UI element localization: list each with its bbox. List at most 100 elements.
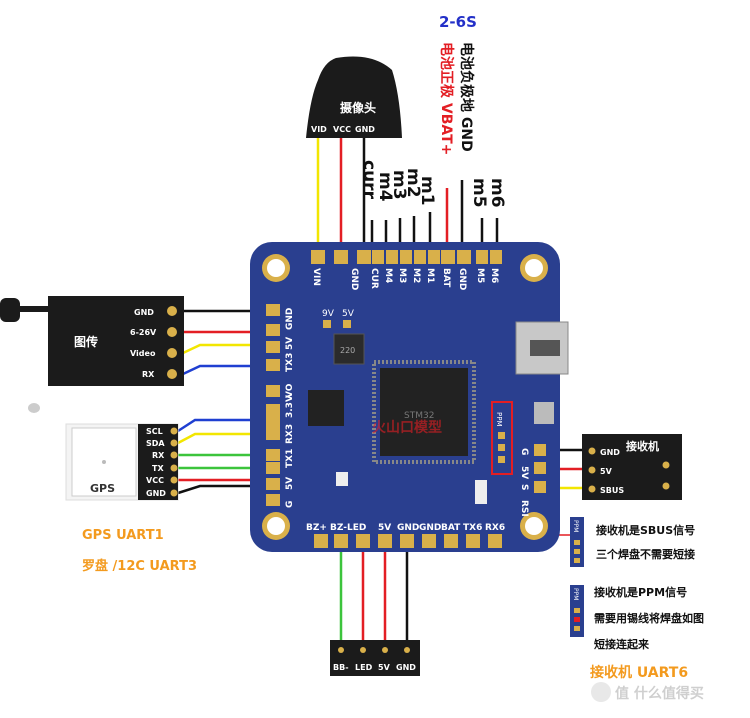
label-9v: 9V (322, 309, 335, 319)
svg-text:BZ+: BZ+ (306, 523, 327, 533)
left-pads (266, 304, 280, 506)
pad-vin: VIN (311, 268, 321, 286)
svg-text:5V: 5V (378, 523, 391, 533)
svg-text:GND: GND (285, 308, 295, 330)
screw-decoration (28, 403, 40, 413)
note-ppm-2: 需要用锡线将焊盘如图 (594, 611, 704, 625)
svg-text:GND: GND (419, 523, 441, 533)
pad-m6: M6 (489, 268, 499, 283)
svg-text:3.3V: 3.3V (285, 395, 295, 418)
svg-text:GND: GND (146, 489, 166, 498)
gps-title: GPS (90, 482, 115, 495)
svg-text:5V: 5V (519, 466, 529, 479)
vtx-pin-video: Video (130, 349, 156, 358)
svg-text:TX3: TX3 (285, 353, 295, 372)
svg-text:RSI: RSI (519, 500, 529, 517)
svg-text:SCL: SCL (146, 427, 163, 436)
svg-text:RX6: RX6 (485, 523, 505, 533)
svg-text:5V: 5V (378, 663, 391, 672)
label-m1: m1 (417, 176, 437, 206)
inductor-label: 220 (340, 346, 355, 355)
svg-text:GND: GND (397, 523, 419, 533)
label-m3: m3 (389, 170, 409, 200)
pad-m3: M3 (397, 268, 407, 283)
svg-text:PPM: PPM (572, 588, 579, 600)
battery-pos-label: 电池正极 VBAT+ (438, 42, 455, 155)
svg-text:BB-: BB- (333, 663, 349, 672)
vtx-pin-rx: RX (142, 370, 155, 379)
camera-pin-vcc: VCC (333, 125, 351, 134)
svg-text:5V: 5V (285, 337, 295, 350)
svg-text:GND: GND (396, 663, 416, 672)
label-curr: curr (359, 160, 379, 200)
svg-text:5V: 5V (285, 477, 295, 490)
svg-text:VCC: VCC (146, 476, 164, 485)
brand-logo-icon (591, 682, 611, 702)
pad-gnd2: GND (457, 268, 467, 290)
brand-watermark: 值 什么值得买 (615, 685, 704, 702)
camera-title: 摄像头 (340, 100, 376, 115)
ppm-pad-highlight (491, 401, 513, 475)
svg-text:BAT: BAT (441, 523, 461, 533)
pad-m4: M4 (383, 268, 393, 283)
svg-text:TX1: TX1 (285, 449, 295, 468)
note-ppm-3: 短接连起来 (594, 637, 650, 651)
svg-text:TX6: TX6 (463, 523, 482, 533)
svg-text:RX3: RX3 (285, 424, 295, 444)
buzzer-connector: BB- LED 5V GND (330, 640, 420, 676)
note-gps-uart: GPS UART1 (82, 528, 164, 543)
svg-text:SDA: SDA (146, 439, 165, 448)
ppm-pad-sample: PPM (570, 585, 584, 637)
label-m2: m2 (403, 168, 423, 198)
board-watermark: 火山口模型 (372, 419, 442, 436)
label-m4: m4 (375, 172, 395, 202)
battery-neg-label: 电池负极地 GND (458, 42, 475, 152)
pad-m1: M1 (425, 268, 435, 283)
svg-text:S: S (519, 484, 529, 490)
svg-text:SBUS: SBUS (600, 486, 624, 495)
note-sbus-2: 三个焊盘不需要短接 (596, 547, 695, 561)
svg-text:LED: LED (355, 663, 373, 672)
vtx-pin-power: 6-26V (130, 328, 157, 337)
bottom-pads (314, 534, 502, 548)
note-ppm-1: 接收机是PPM信号 (594, 585, 687, 599)
gps-module: GPS SCL SDA RX TX VCC GND (65, 423, 179, 501)
camera-pin-gnd: GND (355, 125, 375, 134)
vtx-pin-gnd: GND (134, 308, 154, 317)
sbus-pad-sample: PPM (570, 517, 584, 567)
right-pads: G 5V S RSI (519, 444, 546, 517)
pad-m2: M2 (411, 268, 421, 283)
battery-cells: 2-6S (439, 13, 477, 31)
pad-bat: BAT (441, 268, 451, 288)
note-rx-uart: 接收机 UART6 (590, 664, 688, 681)
ppm-board-label: PPM (495, 412, 503, 426)
receiver-title: 接收机 (626, 439, 659, 453)
flight-controller-board: STM32 220 火山口模型 PPM 9V 5V (250, 242, 569, 552)
svg-text:G: G (519, 448, 529, 455)
svg-text:BZ-LED: BZ-LED (330, 523, 366, 533)
camera-module: 摄像头 VID VCC GND (306, 56, 402, 138)
pad-m5: M5 (475, 268, 485, 283)
left-pad-labels: GND 5V TX3 VO 3.3V RX3 TX1 5V G (285, 308, 295, 508)
top-pads: VIN GND CUR M4 M3 M2 M1 BAT GND M5 M6 (311, 250, 502, 290)
vtx-module: 图传 GND 6-26V Video RX (0, 296, 184, 386)
bottom-pad-labels: BZ+ BZ-LED 5V GND GND BAT TX6 RX6 (306, 523, 505, 533)
svg-text:VO: VO (285, 383, 295, 398)
note-compass: 罗盘 /12C UART3 (82, 558, 197, 574)
mcu-chip (380, 368, 468, 456)
svg-text:RX: RX (152, 451, 165, 460)
label-m6: m6 (487, 178, 507, 208)
svg-text:TX: TX (152, 464, 164, 473)
camera-pin-vid: VID (311, 125, 327, 134)
pad-cur: CUR (369, 268, 379, 289)
chip-marking: STM32 (404, 411, 434, 421)
label-m5: m5 (469, 178, 489, 208)
vtx-title: 图传 (74, 334, 98, 349)
svg-text:5V: 5V (600, 467, 613, 476)
label-5v: 5V (342, 309, 355, 319)
svg-text:GND: GND (600, 448, 620, 457)
pad-gnd-top: GND (349, 268, 359, 290)
note-sbus-1: 接收机是SBUS信号 (596, 523, 695, 537)
svg-text:G: G (285, 501, 295, 508)
